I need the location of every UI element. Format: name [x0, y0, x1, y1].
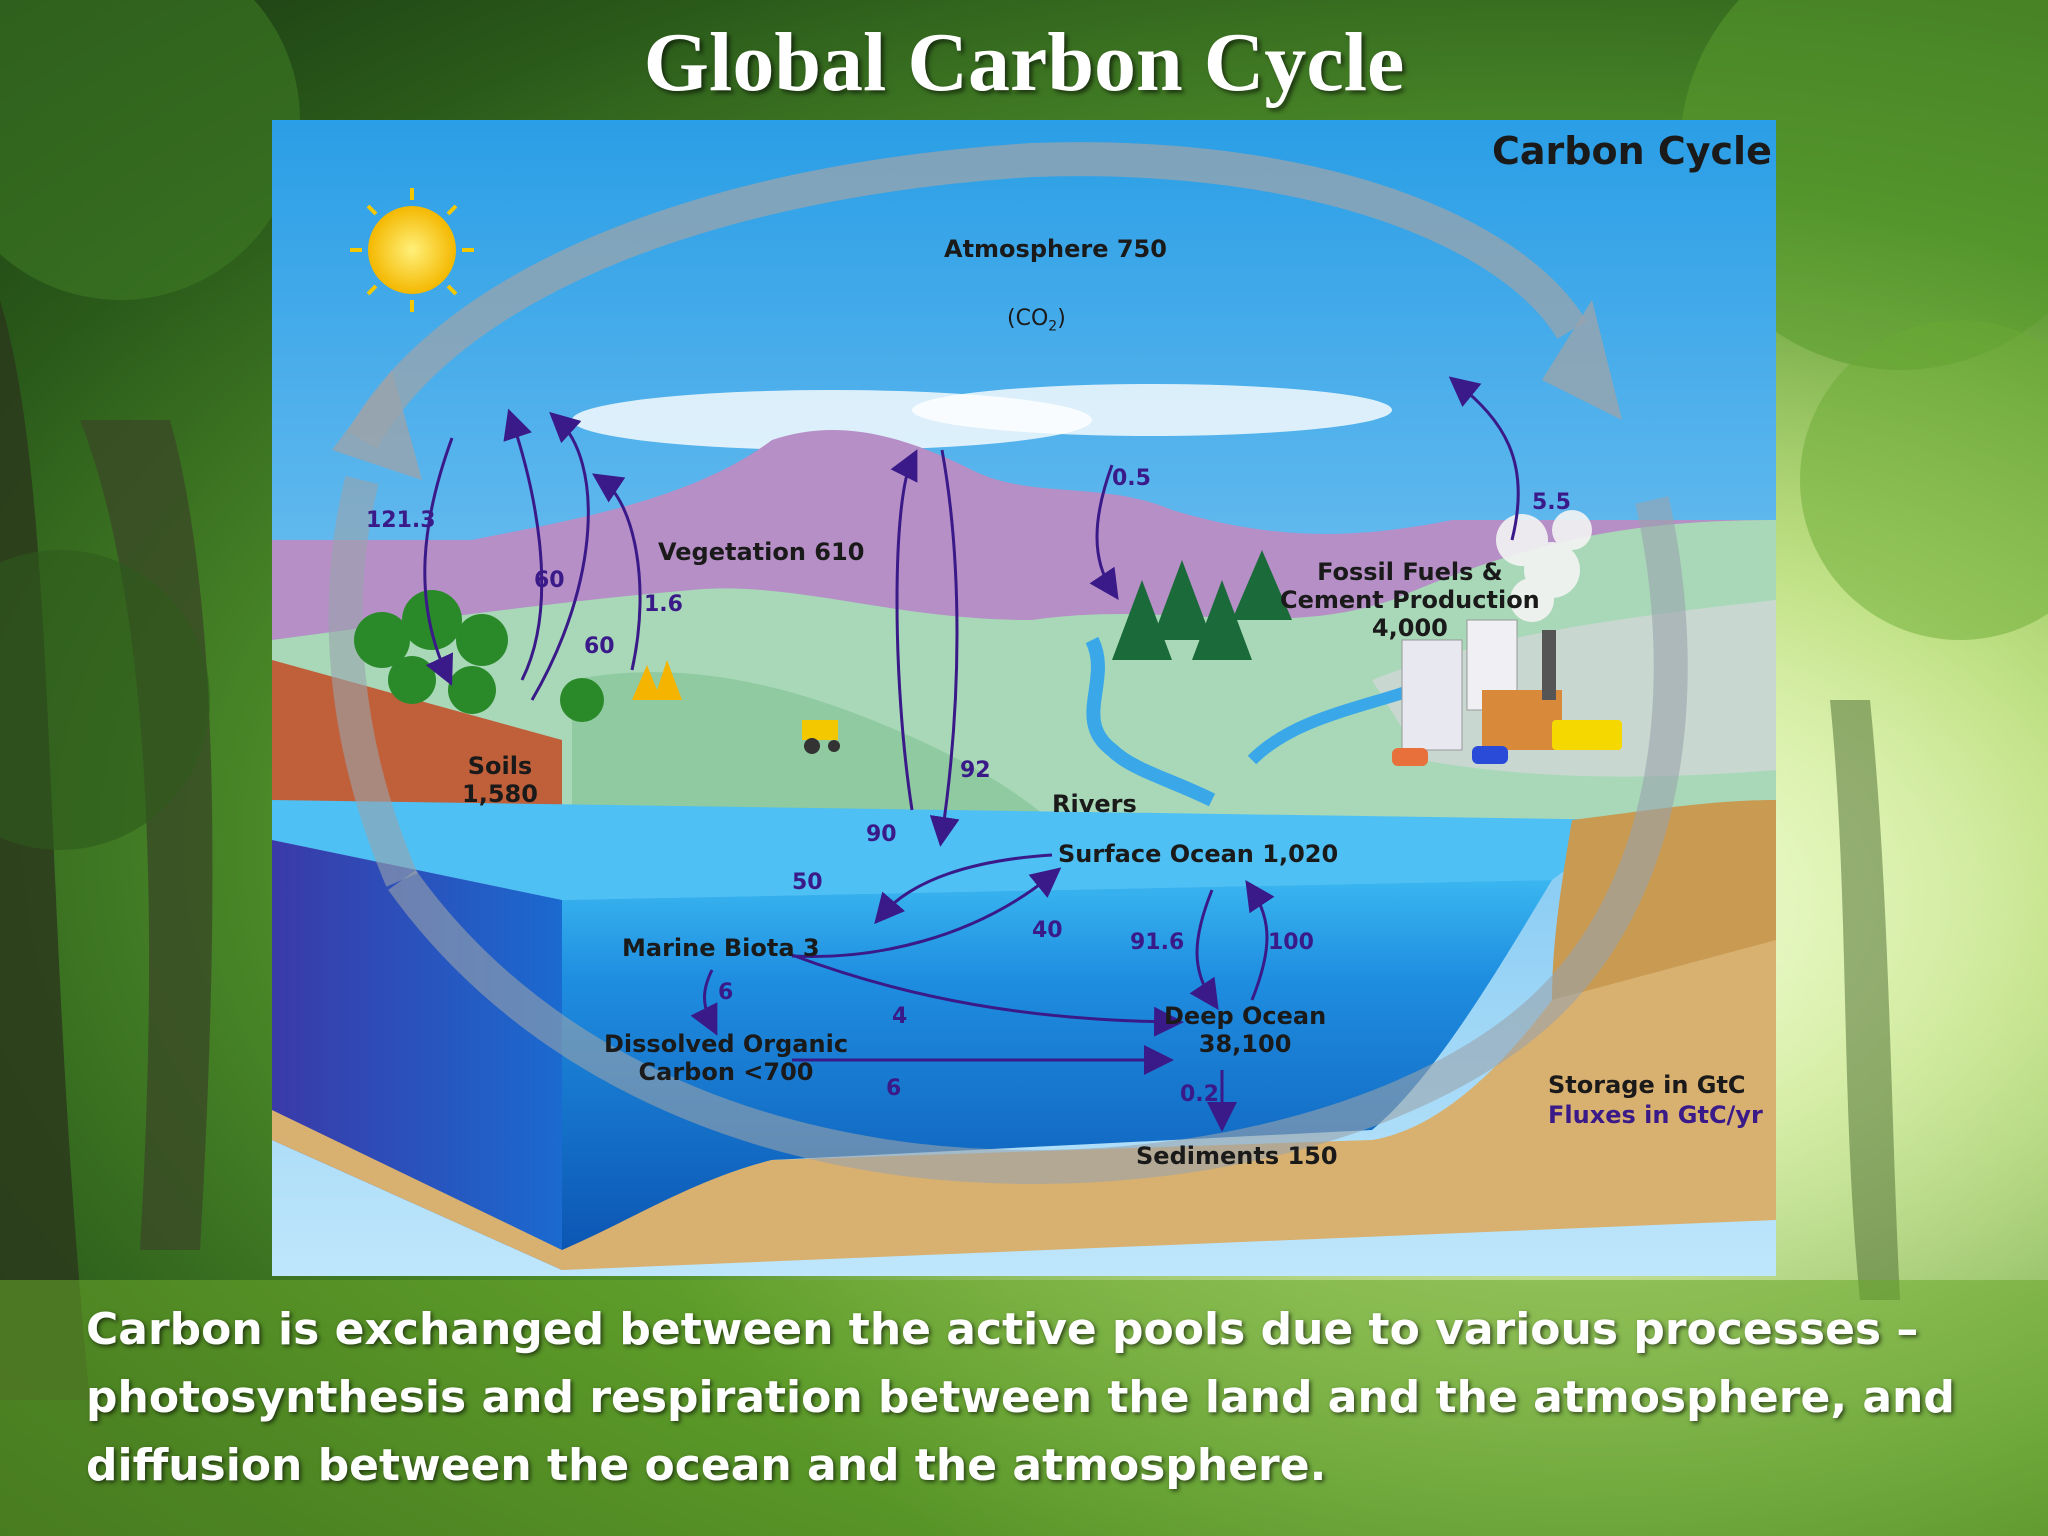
- flux-6-b: 6: [886, 1076, 902, 1101]
- factory-icon: [1401, 619, 1562, 751]
- smoke-icon: [1496, 510, 1592, 622]
- doc-line1: Dissolved Organic: [604, 1030, 849, 1058]
- flux-60-a: 60: [534, 568, 565, 593]
- deep-ocean-label: Deep Ocean 38,100: [1164, 1002, 1326, 1058]
- vegetation-label: Vegetation 610: [658, 538, 865, 566]
- doc-line2: Carbon <700: [638, 1058, 814, 1086]
- slide-caption: Carbon is exchanged between the active p…: [86, 1304, 1955, 1491]
- fire-icon: [632, 660, 682, 700]
- co2-text: CO: [1015, 306, 1049, 331]
- fossil-fuels-line1: Fossil Fuels &: [1317, 558, 1503, 586]
- fossil-fuels-label: Fossil Fuels & Cement Production 4,000: [1280, 558, 1540, 642]
- surface-ocean-label: Surface Ocean 1,020: [1058, 840, 1339, 868]
- flux-40: 40: [1032, 918, 1063, 943]
- deep-ocean-line2: 38,100: [1198, 1030, 1292, 1058]
- soils-label: Soils 1,580: [462, 752, 538, 808]
- pine-trees-icon: [1112, 550, 1292, 660]
- soils-label-line1: Soils: [467, 752, 533, 780]
- rivers-label: Rivers: [1052, 790, 1137, 818]
- flux-6-a: 6: [718, 980, 734, 1005]
- flux-100: 100: [1268, 930, 1314, 955]
- flux-50: 50: [792, 870, 823, 895]
- legend: Storage in GtC Fluxes in GtC/yr: [1548, 1070, 1763, 1130]
- flux-arrows: [423, 376, 1520, 1132]
- forest-icon: [354, 590, 604, 722]
- fossil-fuels-line3: 4,000: [1371, 614, 1448, 642]
- co2-subscript: 2: [1048, 318, 1058, 335]
- ocean-body: [562, 880, 1552, 1270]
- flux-90: 90: [866, 822, 897, 847]
- legend-fluxes: Fluxes in GtC/yr: [1548, 1101, 1763, 1129]
- tractor-icon: [802, 720, 840, 754]
- seafloor: [272, 900, 1776, 1270]
- carbon-cycle-diagram: Carbon Cycle Atmosphere 750 (CO2) Vegeta…: [272, 120, 1776, 1276]
- flux-91-6: 91.6: [1130, 930, 1185, 955]
- flux-1-6: 1.6: [644, 592, 683, 617]
- diagram-title: Carbon Cycle: [1492, 129, 1772, 173]
- flux-0-5: 0.5: [1112, 466, 1151, 491]
- atmosphere-label: Atmosphere 750: [944, 235, 1167, 263]
- soils-label-line2: 1,580: [462, 780, 538, 808]
- cars-icon: [1392, 720, 1622, 766]
- flux-4: 4: [892, 1004, 908, 1029]
- cycle-arrow-top: [347, 142, 1587, 449]
- sediments-label: Sediments 150: [1136, 1142, 1338, 1170]
- fossil-fuels-line2: Cement Production: [1280, 586, 1540, 614]
- cycle-arrow-bottom: [388, 496, 1688, 1184]
- slide-title: Global Carbon Cycle: [643, 16, 1405, 109]
- flux-121-3: 121.3: [366, 508, 436, 533]
- deep-ocean-line1: Deep Ocean: [1164, 1002, 1327, 1030]
- legend-storage: Storage in GtC: [1548, 1071, 1746, 1099]
- marine-biota-label: Marine Biota 3: [622, 934, 820, 962]
- flux-60-b: 60: [584, 634, 615, 659]
- diagram-illustration: [272, 120, 1776, 1276]
- co2-label: (CO2): [1007, 306, 1066, 335]
- flux-5-5: 5.5: [1532, 490, 1571, 515]
- flux-92: 92: [960, 758, 991, 783]
- flux-0-2: 0.2: [1180, 1082, 1219, 1107]
- ocean-surface: [272, 800, 1632, 900]
- sun-icon: [350, 188, 474, 312]
- dissolved-organic-carbon-label: Dissolved Organic Carbon <700: [604, 1030, 848, 1086]
